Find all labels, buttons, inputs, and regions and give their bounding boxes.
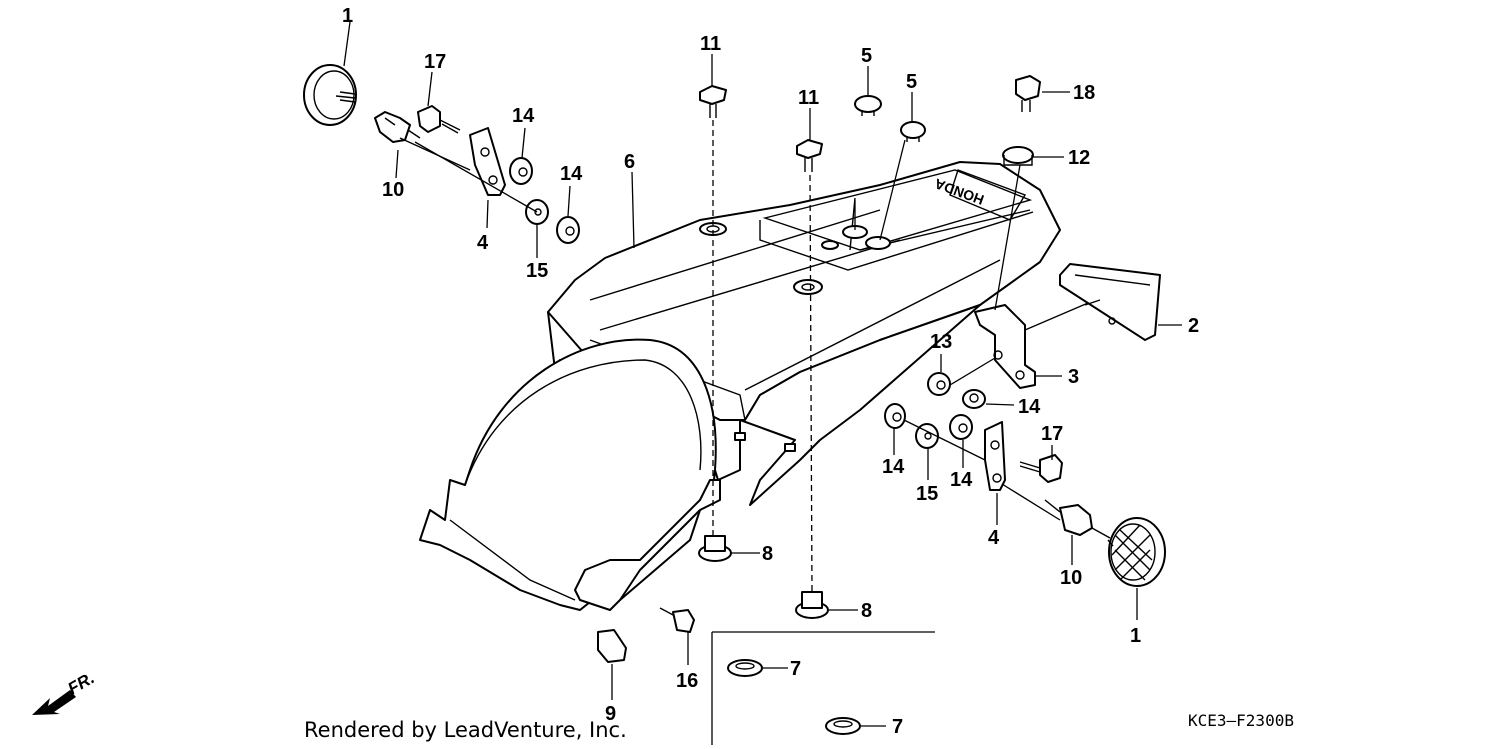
front-direction-arrow-icon <box>32 690 76 715</box>
callout-10: 10 <box>1060 567 1082 589</box>
part-14-nut-a[interactable] <box>509 157 533 185</box>
diagram-code: KCE3–F2300B <box>1188 711 1294 730</box>
part-8-grommet-a[interactable] <box>698 535 732 562</box>
part-5-grommet-a[interactable] <box>854 95 882 116</box>
part-7-washer-b[interactable] <box>825 717 861 735</box>
callout-11: 11 <box>700 33 721 55</box>
part-16-bolt[interactable] <box>659 607 695 633</box>
callout-1: 1 <box>1130 625 1141 647</box>
part-18-bolt[interactable] <box>1015 75 1041 112</box>
part-12-collar[interactable] <box>1002 146 1034 166</box>
part-11-bolt-a[interactable] <box>699 85 727 118</box>
inset-box-lines <box>711 631 935 745</box>
part-15-washer-right[interactable] <box>915 423 939 449</box>
part-11-bolt-b[interactable] <box>796 139 823 172</box>
callout-8: 8 <box>762 543 773 565</box>
part-10-bolt-left[interactable] <box>374 111 421 143</box>
callout-14: 14 <box>950 469 973 491</box>
callout-13: 13 <box>930 331 952 353</box>
part-7-washer-a[interactable] <box>727 659 763 677</box>
part-2-rear-reflector[interactable] <box>1059 263 1161 341</box>
part-1-reflector-right[interactable] <box>1107 517 1166 587</box>
callout-17: 17 <box>424 51 446 73</box>
callout-15: 15 <box>916 483 938 505</box>
callout-12: 12 <box>1068 147 1090 169</box>
callout-14: 14 <box>882 456 905 478</box>
callout-15: 15 <box>526 260 548 282</box>
callout-11: 11 <box>798 87 819 109</box>
part-17-bolt-right[interactable] <box>1019 454 1063 483</box>
callout-1: 1 <box>342 5 353 27</box>
callout-labels: 1 1 2 3 4 4 5 5 6 7 7 8 8 9 10 10 11 11 … <box>342 5 1199 738</box>
callout-10: 10 <box>382 179 404 201</box>
callout-14: 14 <box>1018 396 1041 418</box>
callout-14: 14 <box>512 105 535 127</box>
callout-3: 3 <box>1068 366 1079 388</box>
callout-4: 4 <box>988 527 1000 549</box>
callout-18: 18 <box>1073 82 1095 104</box>
rear-fender[interactable]: HONDA <box>419 161 1061 611</box>
callout-7: 7 <box>892 716 903 738</box>
callout-5: 5 <box>906 71 917 93</box>
part-10-bolt-right[interactable] <box>1044 499 1111 539</box>
part-14-nut-c[interactable] <box>962 389 986 409</box>
part-4-bracket-left[interactable] <box>469 127 506 196</box>
part-9-clip[interactable] <box>597 629 627 663</box>
callout-17: 17 <box>1041 423 1063 445</box>
callout-16: 16 <box>676 670 698 692</box>
part-14-nut-d[interactable] <box>884 403 906 429</box>
leader-lines <box>343 21 1182 727</box>
part-17-bolt-left[interactable] <box>417 105 461 134</box>
callout-4: 4 <box>477 232 489 254</box>
callout-8: 8 <box>861 600 872 622</box>
part-4-bracket-right[interactable] <box>984 421 1006 491</box>
part-5-grommet-b[interactable] <box>900 121 926 142</box>
callout-14: 14 <box>560 163 583 185</box>
callout-9: 9 <box>605 703 616 725</box>
part-8-grommet-b[interactable] <box>795 591 829 619</box>
part-14-nut-e[interactable] <box>949 414 973 440</box>
callout-5: 5 <box>861 45 872 67</box>
callout-7: 7 <box>790 658 801 680</box>
part-14-nut-b[interactable] <box>556 216 580 244</box>
dashed-alignment-lines <box>712 120 813 593</box>
part-1-reflector-left[interactable] <box>303 64 357 126</box>
part-3-bracket[interactable] <box>974 304 1036 389</box>
callout-2: 2 <box>1188 315 1199 337</box>
callout-6: 6 <box>624 151 635 173</box>
part-13-nut[interactable] <box>927 372 951 396</box>
render-credit: Rendered by LeadVenture, Inc. <box>304 718 627 742</box>
